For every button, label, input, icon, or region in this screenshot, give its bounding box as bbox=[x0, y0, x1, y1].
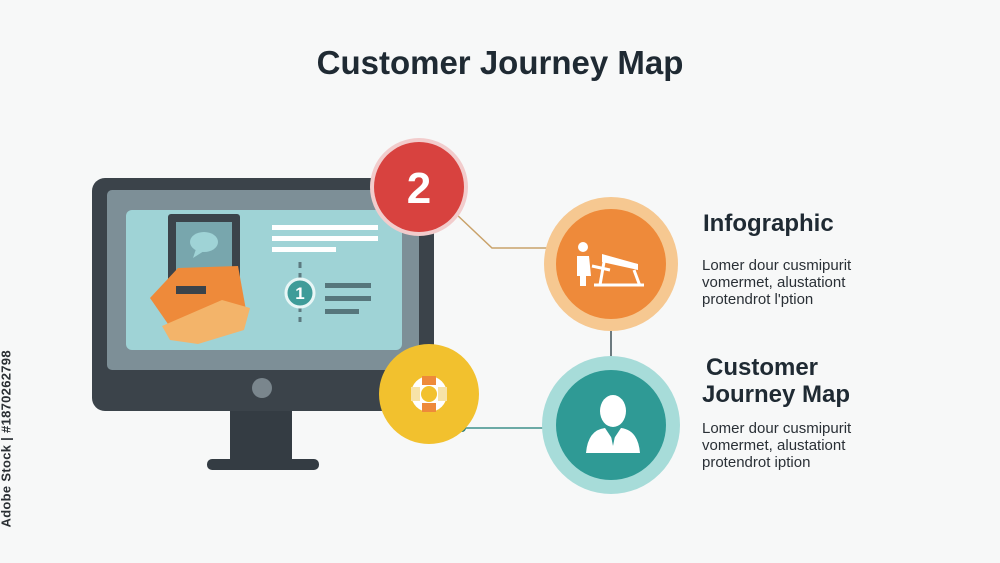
power-button bbox=[252, 378, 272, 398]
person-at-desk-icon bbox=[577, 242, 644, 287]
hand-illustration bbox=[162, 300, 250, 344]
description-line: Lomer dour cusmipurit bbox=[702, 257, 852, 274]
description-line: protendrot l'ption bbox=[702, 291, 814, 308]
chat-bubble-icon bbox=[190, 232, 218, 252]
heading-line: Customer bbox=[706, 354, 819, 381]
heading-line: Journey Map bbox=[702, 381, 851, 408]
monitor-neck bbox=[230, 405, 292, 463]
description-line: Lomer dour cusmipurit bbox=[702, 420, 852, 437]
step-badge-1-number: 1 bbox=[295, 284, 304, 303]
page-title: Customer Journey Map bbox=[316, 44, 684, 81]
orange-step-circle bbox=[544, 197, 678, 331]
journey-map-description: Lomer dour cusmipurit vomermet, alustati… bbox=[702, 420, 851, 471]
connector-red-to-orange bbox=[454, 212, 548, 249]
description-line: vomermet, alustationt bbox=[702, 274, 846, 291]
user-icon bbox=[586, 395, 640, 453]
monitor-illustration: 1 bbox=[92, 178, 434, 470]
description-line: protendrot iption bbox=[702, 454, 811, 471]
step-badge-2-number: 2 bbox=[407, 164, 431, 213]
yellow-step-circle bbox=[379, 344, 479, 444]
description-line: vomermet, alustationt bbox=[702, 437, 846, 454]
journey-map-heading: Customer Journey Map bbox=[702, 354, 850, 408]
teal-step-circle bbox=[542, 356, 680, 494]
step-badge-1 bbox=[284, 277, 316, 309]
lifebuoy-icon bbox=[411, 376, 447, 412]
side-credit: Adobe Stock | #1870262798 bbox=[0, 350, 14, 528]
infographic-heading: Infographic bbox=[703, 210, 834, 237]
step-badge-2: 2 bbox=[370, 138, 468, 236]
monitor-base bbox=[207, 459, 319, 470]
infographic-description: Lomer dour cusmipurit vomermet, alustati… bbox=[702, 257, 851, 308]
